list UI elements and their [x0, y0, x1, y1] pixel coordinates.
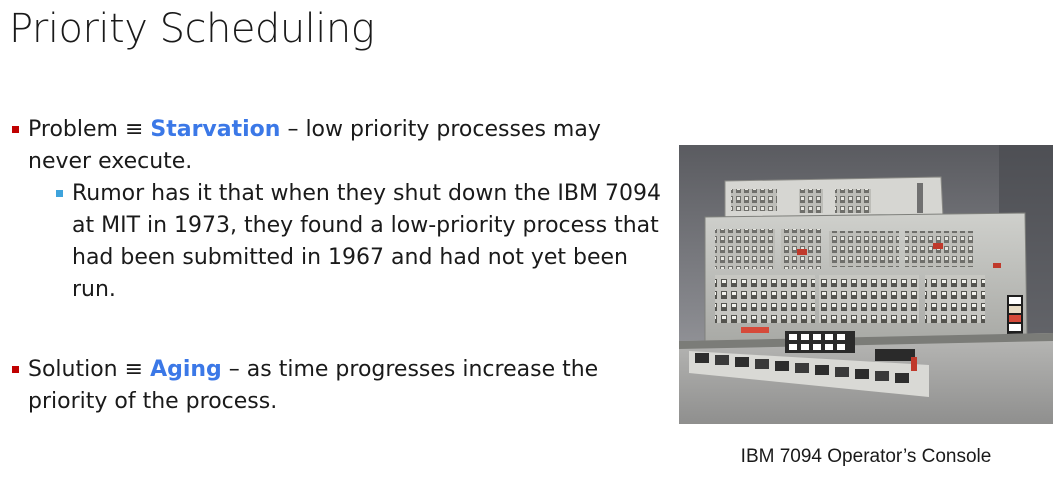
- bullet-solution-lead: Solution: [28, 357, 125, 382]
- bullet-solution: Solution ≡ Aging – as time progresses in…: [8, 354, 663, 418]
- bullet-problem-text: – low priority processes may never execu…: [28, 117, 601, 174]
- slide-title: Priority Scheduling: [9, 6, 375, 52]
- square-bullet-icon: [56, 190, 63, 197]
- bullet-solution-text: – as time progresses increase the priori…: [28, 357, 599, 414]
- ibm-7094-console-photo: [679, 145, 1053, 424]
- square-bullet-icon: [12, 126, 19, 133]
- bullet-list: Problem ≡ Starvation – low priority proc…: [8, 114, 663, 418]
- bullet-problem-lead: Problem: [28, 117, 125, 142]
- term-aging: Aging: [150, 357, 222, 382]
- equivalence-symbol: ≡: [124, 117, 144, 142]
- sub-bullet-rumor: Rumor has it that when they shut down th…: [8, 178, 663, 306]
- figure-caption: IBM 7094 Operator’s Console: [740, 446, 992, 467]
- equivalence-symbol: ≡: [124, 357, 144, 382]
- term-starvation: Starvation: [150, 117, 281, 142]
- square-bullet-icon: [12, 366, 19, 373]
- sub-bullet-rumor-text: Rumor has it that when they shut down th…: [72, 181, 661, 302]
- bullet-problem: Problem ≡ Starvation – low priority proc…: [8, 114, 663, 178]
